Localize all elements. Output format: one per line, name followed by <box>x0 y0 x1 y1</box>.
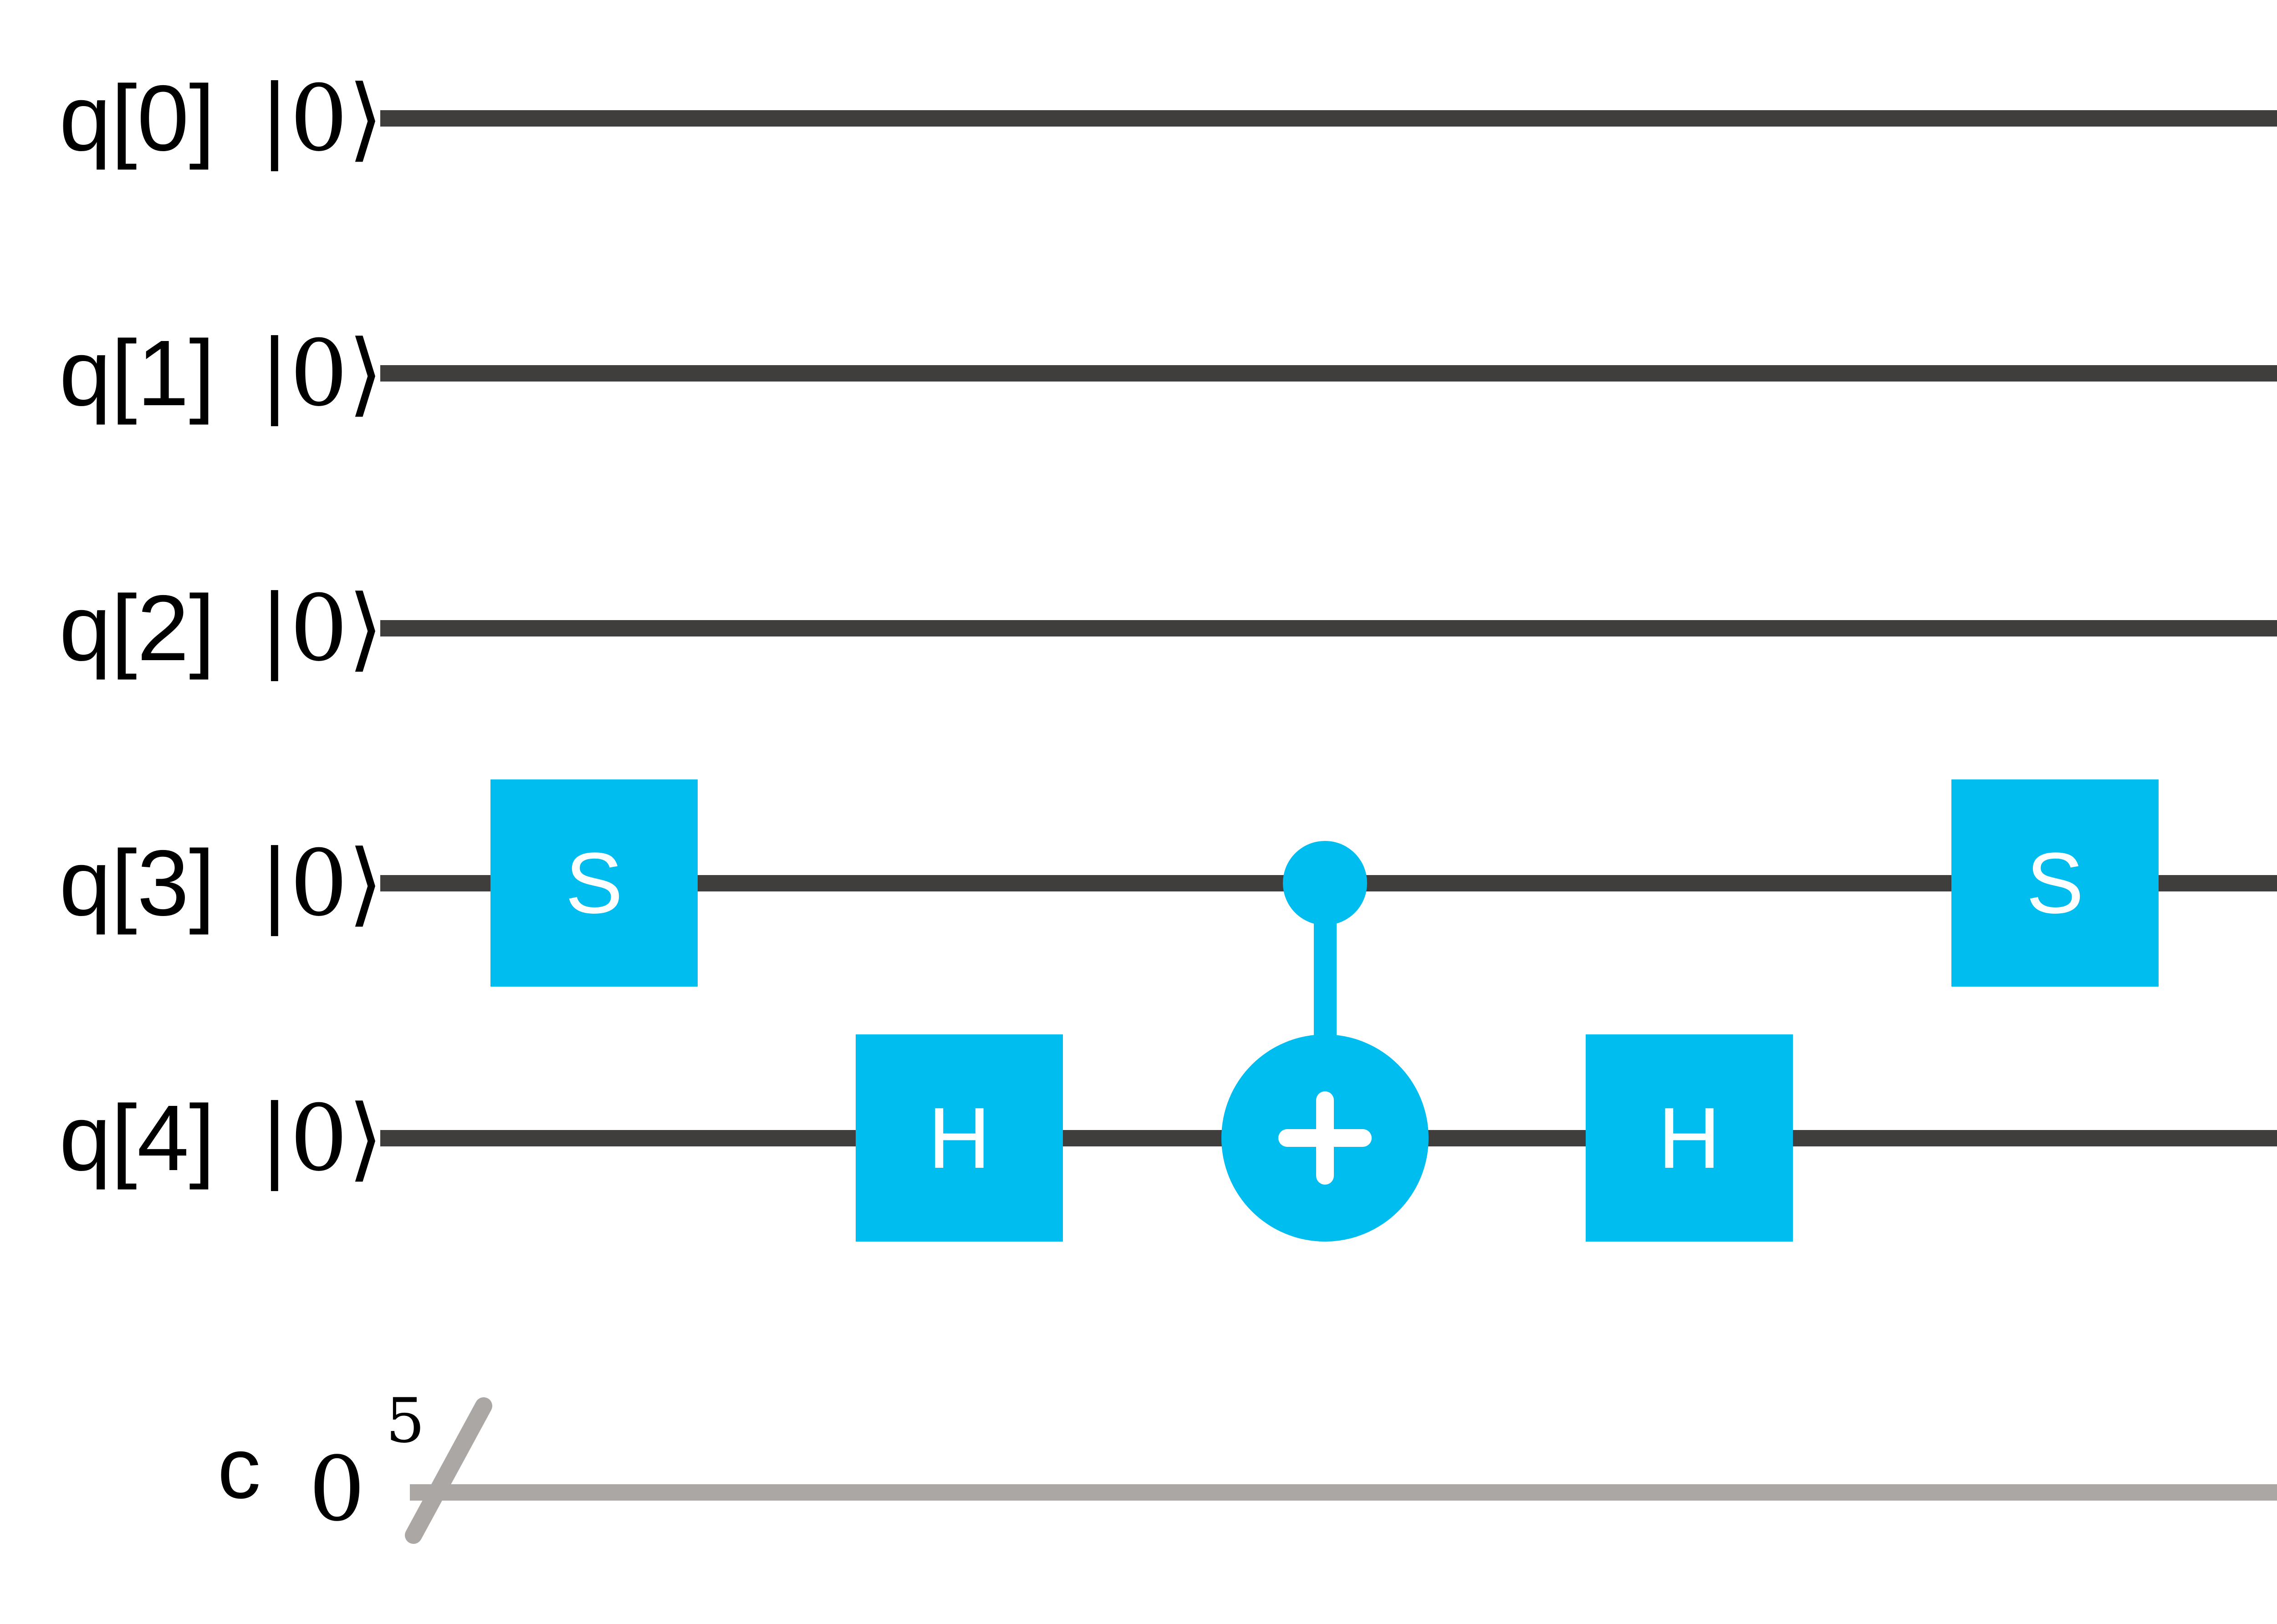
ket-zero-label-q3: |0⟩ <box>259 830 383 937</box>
qubit-wire-q2 <box>380 620 2277 636</box>
classical-bundle-slash-icon <box>405 1397 492 1544</box>
classical-bit-count: 5 <box>386 1385 425 1456</box>
cnot-control-dot[interactable] <box>1283 841 1367 925</box>
h-gate-1[interactable]: H <box>856 1034 1063 1242</box>
qubit-wire-q1 <box>380 365 2277 382</box>
qubit-label-q4: q[4] <box>59 1086 215 1190</box>
ket-zero-label-q2: |0⟩ <box>259 575 383 682</box>
qubit-label-q3: q[3] <box>59 831 215 935</box>
cnot-target[interactable] <box>1221 1034 1429 1242</box>
qubit-wire-q0 <box>380 110 2277 127</box>
classical-register-label: c <box>217 1420 261 1517</box>
plus-icon-vertical <box>1316 1091 1334 1185</box>
qubit-label-q2: q[2] <box>59 576 215 680</box>
s-gate-2[interactable]: S <box>1951 779 2159 987</box>
ket-zero-label-q4: |0⟩ <box>259 1085 383 1191</box>
s-gate-1[interactable]: S <box>490 779 698 987</box>
ket-zero-label-q0: |0⟩ <box>259 65 383 172</box>
h-gate-2[interactable]: H <box>1586 1034 1793 1242</box>
qubit-label-q1: q[1] <box>59 321 215 425</box>
classical-register-index: 0 <box>308 1437 366 1541</box>
ket-zero-label-q1: |0⟩ <box>259 320 383 427</box>
qubit-label-q0: q[0] <box>59 66 215 170</box>
classical-wire <box>410 1484 2277 1501</box>
